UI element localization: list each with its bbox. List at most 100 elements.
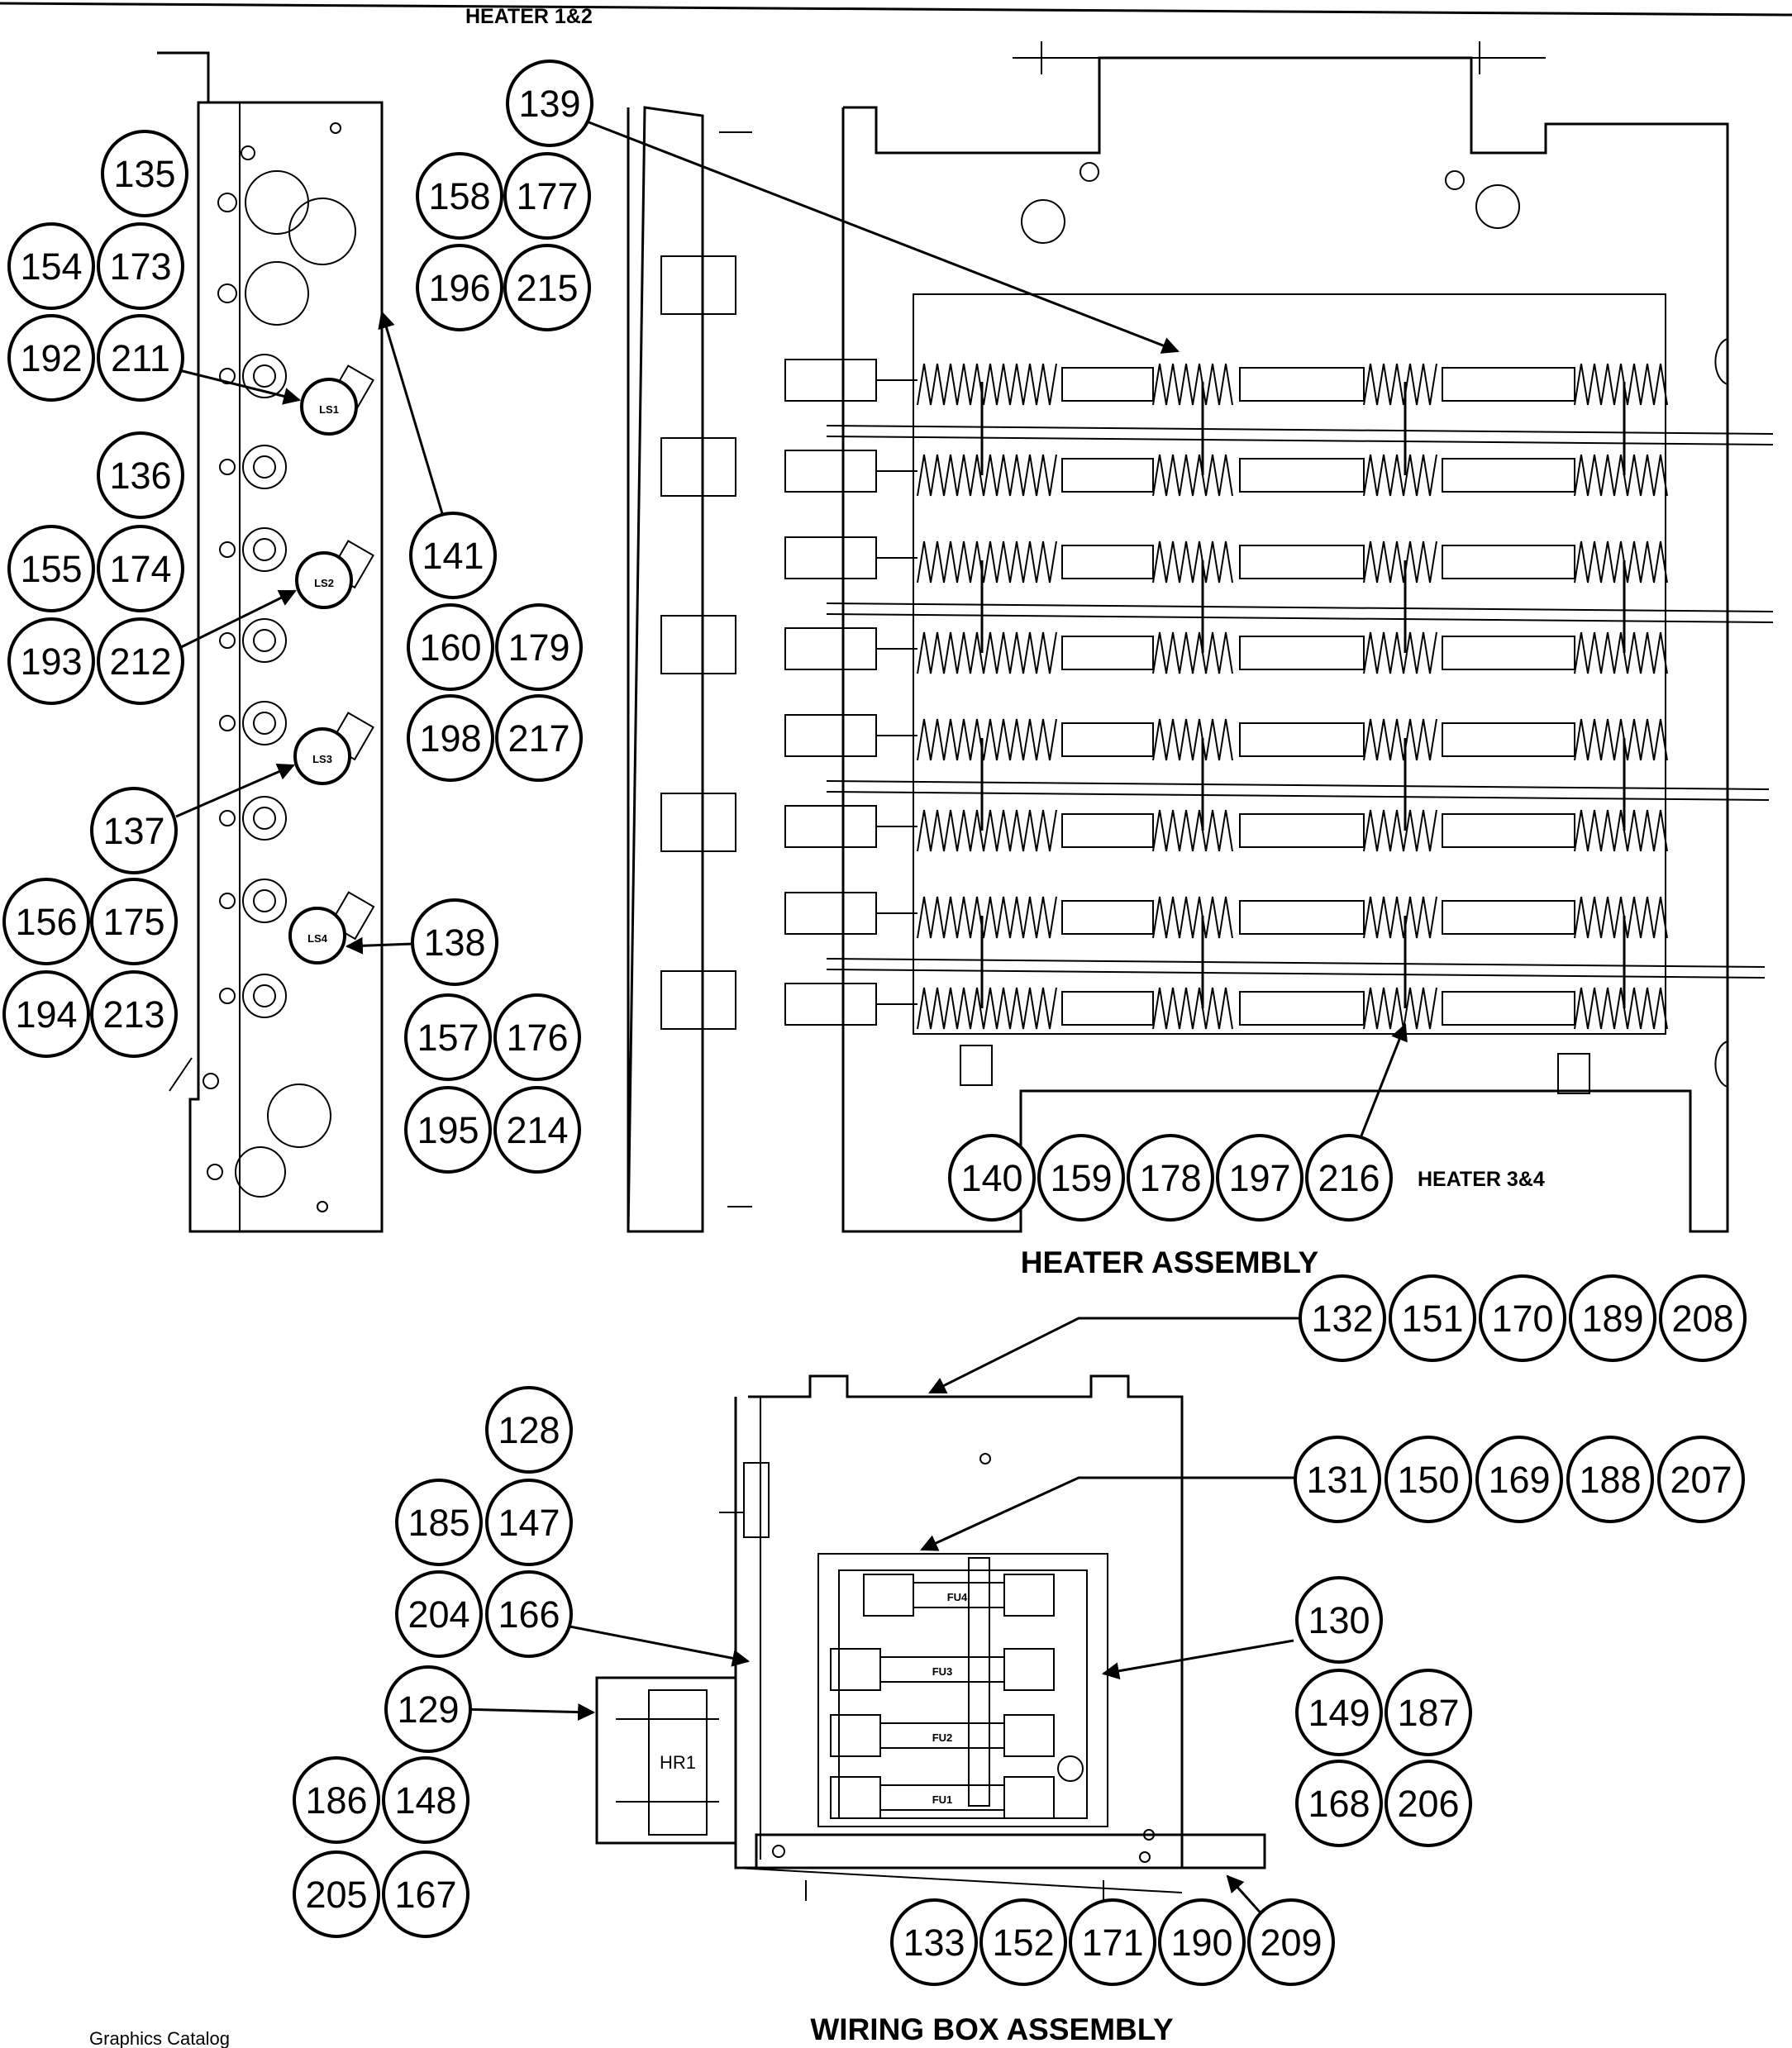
svg-text:217: 217: [508, 717, 570, 760]
callout-166: 166: [485, 1570, 573, 1658]
switch-row-2: [219, 527, 374, 663]
limit-switch-ls3: LS3: [293, 727, 351, 785]
element-row-2: [784, 450, 1668, 497]
svg-text:148: 148: [394, 1779, 456, 1822]
callout-188: 188: [1566, 1436, 1654, 1523]
svg-text:169: 169: [1488, 1459, 1550, 1501]
element-row-8: [784, 983, 1668, 1030]
svg-text:190: 190: [1170, 1922, 1232, 1964]
switch-row-3: [219, 701, 374, 841]
svg-text:152: 152: [992, 1922, 1054, 1964]
svg-text:192: 192: [20, 337, 82, 379]
callout-176: 176: [493, 993, 581, 1081]
callout-217: 217: [495, 694, 583, 782]
svg-text:130: 130: [1308, 1599, 1370, 1641]
ls3-label: LS3: [312, 753, 332, 765]
svg-text:204: 204: [407, 1593, 469, 1636]
callout-130: 130: [1295, 1576, 1383, 1664]
svg-text:128: 128: [498, 1409, 560, 1451]
svg-text:170: 170: [1491, 1298, 1553, 1340]
svg-text:150: 150: [1397, 1459, 1459, 1501]
element-row-4: [784, 627, 1668, 674]
svg-text:158: 158: [428, 175, 490, 217]
svg-text:157: 157: [417, 1017, 479, 1059]
callout-154: 154: [7, 222, 95, 310]
limit-switch-ls4: LS4: [288, 907, 346, 964]
callout-151: 151: [1389, 1274, 1476, 1362]
callout-187: 187: [1385, 1669, 1472, 1756]
svg-text:136: 136: [109, 455, 171, 497]
heater-element-rows: [784, 359, 1774, 1030]
callout-129: 129: [384, 1665, 472, 1753]
svg-text:194: 194: [15, 993, 77, 1036]
svg-text:166: 166: [498, 1593, 560, 1636]
callout-206: 206: [1385, 1760, 1472, 1847]
svg-text:168: 168: [1308, 1783, 1370, 1825]
svg-text:197: 197: [1228, 1157, 1290, 1199]
callout-131: 131: [1294, 1436, 1381, 1523]
callout-207: 207: [1657, 1436, 1745, 1523]
callout-136: 136: [97, 431, 184, 519]
svg-text:173: 173: [109, 245, 171, 288]
svg-text:185: 185: [407, 1502, 469, 1544]
svg-text:207: 207: [1670, 1459, 1732, 1501]
callout-194: 194: [2, 970, 90, 1058]
callout-158: 158: [416, 152, 503, 240]
fuse-fu2: FU2: [830, 1714, 1055, 1757]
callout-204: 204: [395, 1570, 483, 1658]
callout-132: 132: [1299, 1274, 1386, 1362]
fuse-fu1: FU1: [830, 1776, 1055, 1819]
callout-139: 139: [506, 60, 593, 147]
svg-text:131: 131: [1306, 1459, 1368, 1501]
callout-141: 141: [409, 512, 497, 599]
callout-193: 193: [7, 617, 95, 705]
callout-138: 138: [411, 898, 498, 986]
limit-switch-ls1: LS1: [300, 378, 358, 436]
callout-192: 192: [7, 314, 95, 402]
svg-text:193: 193: [20, 641, 82, 683]
callout-212: 212: [97, 617, 184, 705]
callout-213: 213: [90, 970, 178, 1058]
fuse-fu4: FU4: [863, 1574, 1055, 1617]
svg-text:188: 188: [1579, 1459, 1641, 1501]
element-row-3: [784, 536, 1774, 623]
svg-text:213: 213: [102, 993, 164, 1036]
svg-text:189: 189: [1581, 1298, 1643, 1340]
callout-140: 140: [948, 1134, 1036, 1222]
fu1-label: FU1: [932, 1793, 953, 1806]
callout-209: 209: [1247, 1898, 1335, 1986]
svg-text:177: 177: [516, 175, 578, 217]
callout-177: 177: [503, 152, 591, 240]
callout-216: 216: [1305, 1134, 1393, 1222]
callout-170: 170: [1479, 1274, 1566, 1362]
callout-198: 198: [407, 694, 494, 782]
callout-189: 189: [1569, 1274, 1656, 1362]
svg-text:135: 135: [113, 153, 175, 195]
element-row-6: [784, 805, 1668, 852]
wiring-box: [719, 1374, 1266, 1901]
fuse-fu3: FU3: [830, 1648, 1055, 1691]
fu4-label: FU4: [947, 1591, 968, 1603]
callout-167: 167: [382, 1850, 469, 1938]
svg-text:196: 196: [428, 267, 490, 309]
svg-text:139: 139: [518, 83, 580, 125]
heater-1-2-label: HEATER 1&2: [465, 5, 593, 28]
callout-150: 150: [1385, 1436, 1472, 1523]
svg-text:186: 186: [305, 1779, 367, 1822]
callout-149: 149: [1295, 1669, 1383, 1756]
svg-text:138: 138: [423, 922, 485, 964]
svg-text:149: 149: [1308, 1692, 1370, 1734]
svg-text:171: 171: [1081, 1922, 1143, 1964]
callout-175: 175: [90, 878, 178, 965]
callout-185: 185: [395, 1479, 483, 1566]
top-border-line: [0, 2, 1792, 17]
heater-assembly-title: HEATER ASSEMBLY: [1021, 1245, 1319, 1279]
svg-text:198: 198: [419, 717, 481, 760]
callout-190: 190: [1158, 1898, 1246, 1986]
wiring-box-assembly-title: WIRING BOX ASSEMBLY: [810, 2012, 1174, 2046]
svg-text:206: 206: [1397, 1783, 1459, 1825]
fu3-label: FU3: [932, 1665, 953, 1678]
svg-text:178: 178: [1139, 1157, 1201, 1199]
callout-171: 171: [1069, 1898, 1156, 1986]
